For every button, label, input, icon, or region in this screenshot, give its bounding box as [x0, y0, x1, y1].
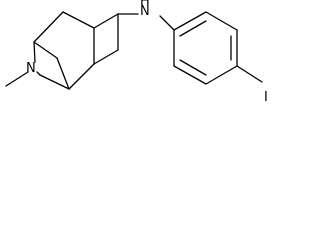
chemical-structure: N N H I — [5, 0, 268, 105]
bond-c5-c4 — [68, 63, 95, 90]
ring-bond-5 — [173, 65, 207, 85]
benzene-ring — [173, 11, 238, 85]
bond-c1-c2 — [33, 41, 58, 59]
ring-nitrogen-label: N — [26, 61, 36, 76]
bond-n8-c1 — [33, 41, 36, 63]
ring-double-bond-c — [179, 59, 207, 76]
bond-aryl-iodine — [236, 65, 263, 83]
bond-nh-aryl — [159, 15, 175, 31]
amine-hydrogen-label: H — [140, 0, 150, 9]
iodine-label: I — [264, 90, 268, 105]
ring-bond-2 — [205, 11, 238, 31]
bond-c8-c5 — [93, 49, 119, 65]
bond-c1-c7 — [33, 11, 64, 43]
bond-c7-c7b — [93, 13, 119, 29]
ring-bond-1 — [173, 11, 207, 31]
bond-c4-c3 — [39, 74, 70, 90]
bond-c7-c6 — [62, 11, 95, 29]
bond-c2-c3 — [56, 57, 70, 90]
ring-bond-4 — [205, 65, 238, 85]
amine-nitrogen-label: N — [140, 4, 150, 19]
amine-linkage — [117, 13, 175, 31]
bond-n8-methyl — [5, 71, 29, 87]
bond-c3-n8 — [36, 71, 41, 76]
ring-double-bond-a — [179, 20, 207, 37]
bicyclic-core — [5, 11, 119, 90]
